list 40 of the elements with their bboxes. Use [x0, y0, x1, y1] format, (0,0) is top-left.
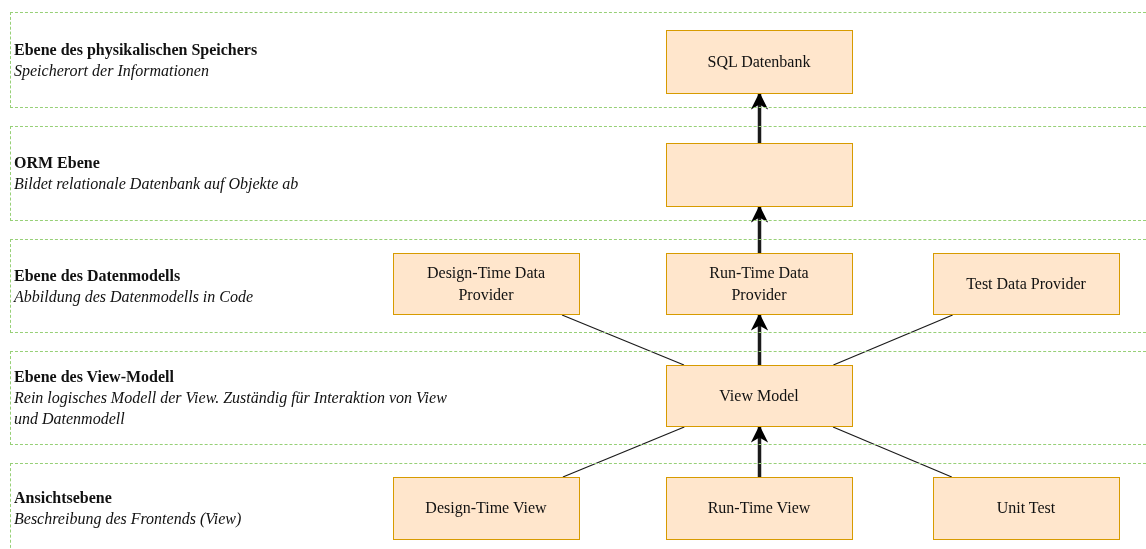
layer-title: ORM Ebene — [14, 153, 100, 173]
box-label: Run-Time Data Provider — [708, 262, 810, 305]
box-label: View Model — [718, 385, 800, 406]
component-box — [932, 476, 1120, 540]
connector-line — [562, 426, 685, 478]
arrow — [750, 313, 769, 365]
component-box — [392, 252, 580, 315]
layer-description: Bildet relationale Datenbank auf Objekte ab — [14, 174, 299, 194]
box-label: Test Data Provider — [965, 273, 1087, 294]
layer-band — [10, 239, 1146, 333]
layer-title: Ebene des Datenmodells — [14, 265, 181, 286]
layer-description: Abbildung des Datenmodells in Code — [14, 286, 254, 307]
layer-band — [10, 463, 1146, 549]
box-label: Design-Time View — [424, 498, 548, 519]
box-label: Unit Test — [995, 498, 1057, 518]
layer-band — [10, 12, 1146, 108]
arrow — [750, 425, 769, 477]
connector-line — [832, 314, 954, 366]
layer-title: Ansichtsebene — [14, 487, 112, 508]
layer-description: Rein logisches Modell der View. Zuständig für Interaktion von View und Datenmodell — [14, 388, 448, 429]
layer-description: Speicherort der Informationen — [14, 60, 209, 81]
component-box — [665, 476, 853, 540]
arrow — [750, 205, 769, 253]
layer-band — [10, 351, 1146, 445]
connector-line — [561, 314, 685, 366]
component-box — [392, 476, 580, 540]
layer-title: Ebene des physikalischen Speichers — [14, 39, 258, 60]
component-box — [665, 142, 853, 207]
connector-line — [832, 426, 953, 478]
layer-band — [10, 126, 1146, 221]
component-box — [665, 252, 853, 315]
box-label: Design-Time Data Provider — [425, 262, 547, 305]
box-label: Run-Time View — [706, 498, 812, 518]
layer-description: Beschreibung des Frontends (View) — [14, 508, 242, 529]
arrow — [750, 92, 769, 143]
component-box — [665, 364, 853, 427]
component-box — [932, 252, 1120, 315]
component-box — [665, 29, 853, 94]
layer-title: Ebene des View-Modell — [14, 367, 174, 387]
box-label: SQL Datenbank — [706, 51, 812, 72]
